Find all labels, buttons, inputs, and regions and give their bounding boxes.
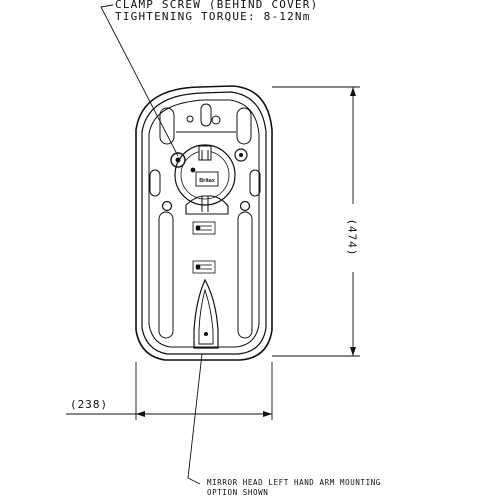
height-arrow-bottom — [350, 347, 356, 356]
top-screw — [211, 115, 221, 125]
middle-screw-right — [239, 200, 251, 212]
width-arrow-right — [263, 411, 272, 417]
middle-bracket-arm — [185, 195, 229, 215]
approval-mark-2 — [192, 260, 216, 274]
right-long-slot — [237, 211, 253, 339]
clamp-boss-top-notch — [198, 145, 212, 161]
width-dimension — [66, 362, 273, 420]
clamp-boss — [170, 144, 248, 206]
housing-inner-rim — [141, 91, 267, 355]
top-screw-2 — [186, 115, 194, 123]
clamp-screw-note: CLAMP SCREW (BEHIND COVER) — [115, 0, 319, 11]
mirror-head-note-line2: OPTION SHOWN — [207, 488, 269, 497]
top-left-slot — [159, 107, 175, 145]
height-arrow-top — [350, 87, 356, 96]
housing-outer-outline — [135, 85, 273, 361]
lower-fin — [193, 278, 219, 349]
left-long-slot — [158, 211, 174, 339]
top-center-slot — [200, 103, 212, 127]
lower-fin-dot — [204, 332, 208, 336]
lower-fin-outline — [193, 278, 219, 349]
height-dimension — [272, 86, 360, 357]
approval-marks — [192, 221, 216, 274]
clamp-screw-leader — [100, 4, 179, 157]
clamp-small-dot — [190, 167, 196, 173]
top-right-side-slot — [249, 169, 261, 197]
clamp-screw-hole-right-dot — [239, 153, 243, 157]
clamp-screw-hole-left-dot — [175, 157, 181, 163]
approval-mark-1-circle — [195, 225, 201, 231]
leaders — [100, 4, 203, 485]
middle-bracket — [161, 195, 251, 215]
mirror-housing — [135, 85, 273, 361]
side-slots — [149, 169, 261, 339]
brand-badge: Britax — [195, 171, 219, 187]
height-dimension-label: (474) — [345, 218, 359, 257]
top-right-slot — [236, 107, 252, 145]
approval-mark-2-circle — [195, 264, 201, 270]
top-slots — [159, 103, 252, 145]
mirror-head-leader — [187, 353, 203, 485]
width-dimension-label: (238) — [70, 398, 109, 411]
brand-badge-text: Britax — [199, 178, 216, 184]
top-left-side-slot — [149, 169, 161, 197]
middle-screw-left — [161, 200, 173, 212]
brand-badge-frame — [195, 171, 219, 187]
clamp-screw-hole-left — [170, 152, 186, 168]
clamp-screw-hole-right — [234, 148, 248, 162]
lower-fin-inner — [198, 288, 214, 345]
clamp-boss-ring — [174, 144, 236, 206]
housing-back-plate — [148, 99, 260, 348]
approval-mark-1 — [192, 221, 216, 235]
tightening-torque-note: TIGHTENING TORQUE: 8-12Nm — [115, 10, 311, 23]
width-arrow-left — [136, 411, 145, 417]
mirror-head-note-line1: MIRROR HEAD LEFT HAND ARM MOUNTING — [207, 478, 381, 487]
